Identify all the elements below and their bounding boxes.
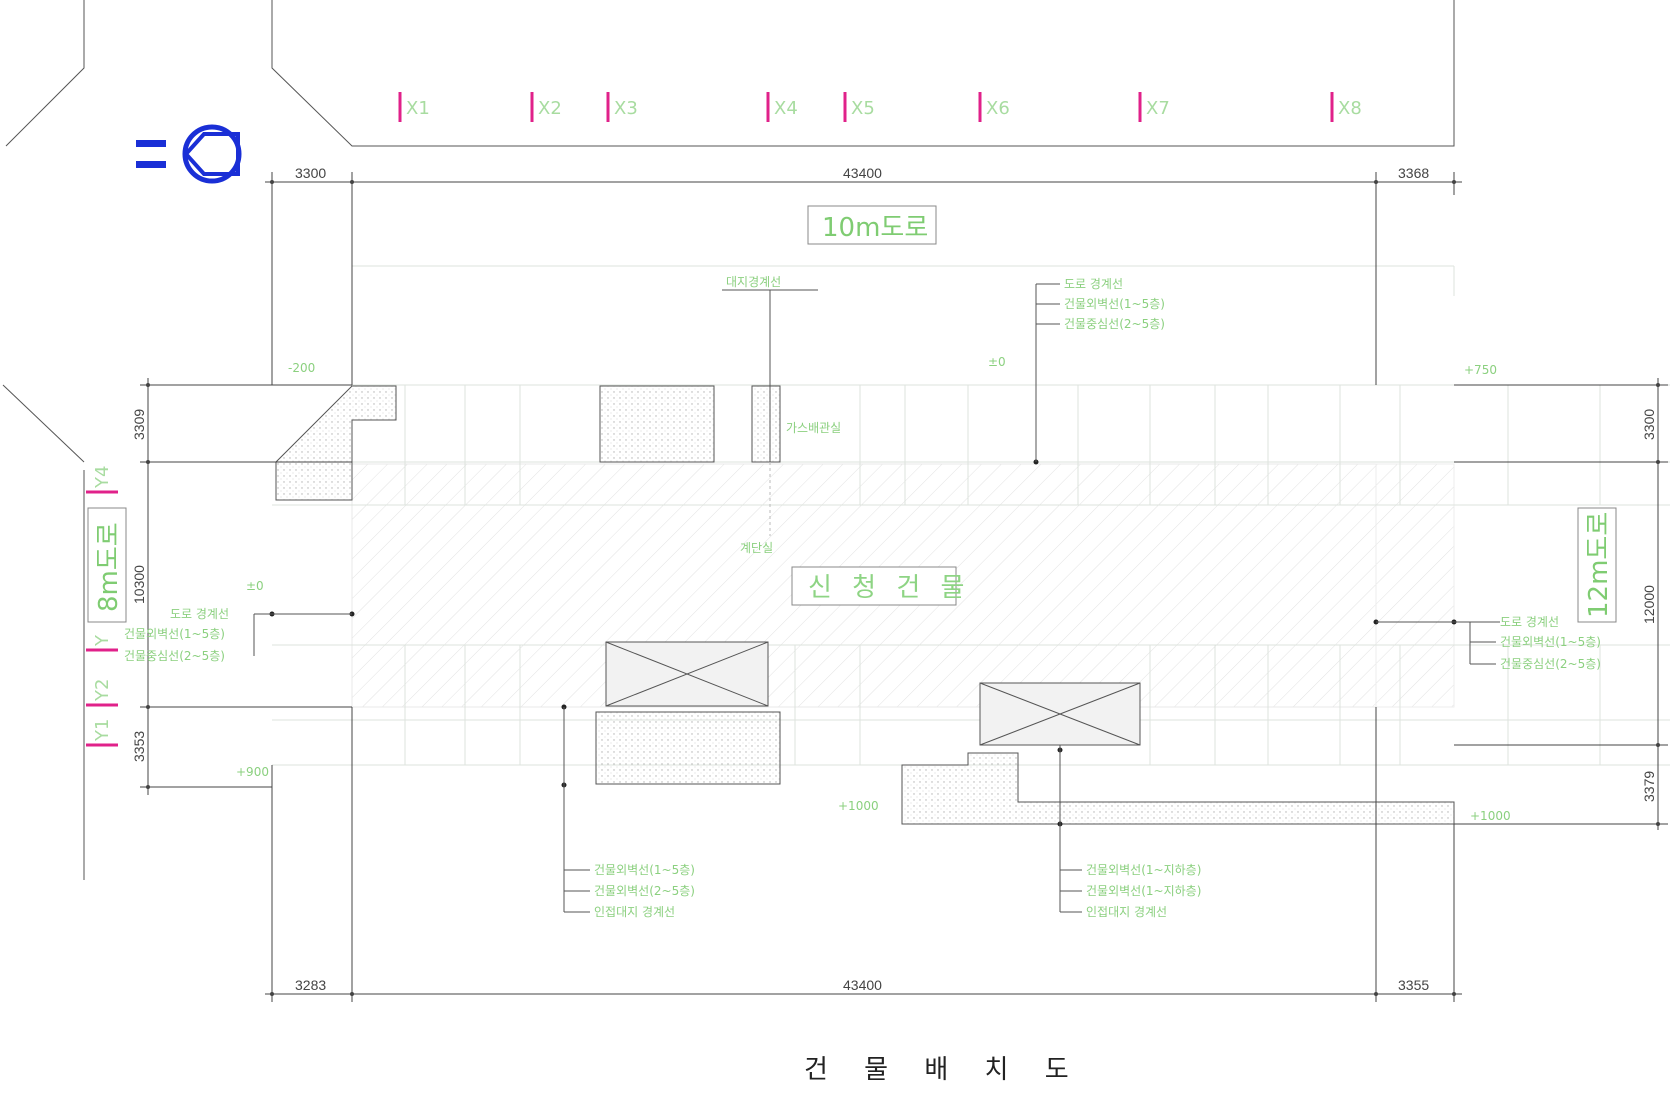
- road-north-label: 10m도로: [822, 213, 928, 243]
- grid-y3-label: Y: [92, 634, 113, 647]
- note-top-right-2: 건물외벽선(1~5층): [1064, 297, 1165, 311]
- grid-x4-label: X4: [774, 98, 798, 119]
- level-west: ±0: [246, 579, 264, 593]
- note-stair: 계단실: [740, 541, 773, 555]
- note-right-1: 도로 경계선: [1500, 615, 1559, 629]
- dim-left-3: 3353: [131, 731, 147, 762]
- building-footprint: [272, 384, 1670, 766]
- note-left-2: 건물외벽선(1~5층): [124, 627, 225, 641]
- dim-bottom-3: 3355: [1398, 977, 1429, 993]
- level-nw: -200: [288, 361, 315, 375]
- road-east-label: 12m도로: [1584, 512, 1614, 618]
- grid-x5-label: X5: [851, 98, 875, 119]
- dim-top-3: 3368: [1398, 165, 1429, 181]
- level-south: +1000: [838, 799, 879, 813]
- level-north: ±0: [988, 355, 1006, 369]
- level-markers: -200 ±0 +750 ±0 +900 +1000 +1000: [236, 355, 1511, 823]
- dim-right-3: 3379: [1641, 771, 1657, 802]
- note-right-2: 건물외벽선(1~5층): [1500, 635, 1601, 649]
- grid-x1-label: X1: [406, 98, 430, 119]
- core-elements: [275, 385, 1455, 825]
- note-bottom-right-3: 인접대지 경계선: [1086, 905, 1167, 919]
- grid-y2-label: Y2: [92, 679, 113, 702]
- grid-y-markers: Y4 Y Y2 Y1: [86, 466, 118, 747]
- grid-x6-label: X6: [986, 98, 1010, 119]
- level-ne: +750: [1464, 363, 1497, 377]
- note-top-right-3: 건물중심선(2~5층): [1064, 317, 1165, 331]
- dim-right-2: 12000: [1641, 585, 1657, 624]
- note-right-3: 건물중심선(2~5층): [1500, 657, 1601, 671]
- drawing-title: 건 물 배 치 도: [804, 1055, 1083, 1085]
- grid-x-markers: X1 X2 X3 X4 X5 X6 X7 X8: [398, 92, 1362, 122]
- note-top-right-1: 도로 경계선: [1064, 277, 1123, 291]
- dim-left-1: 3309: [131, 409, 147, 440]
- dimension-left: 3309 10300 3353: [131, 378, 352, 795]
- dim-top-2: 43400: [843, 165, 882, 181]
- note-lot-boundary: 대지경계선: [726, 275, 781, 289]
- level-se: +1000: [1470, 809, 1511, 823]
- note-bottom-left-2: 건물외벽선(2~5층): [594, 884, 695, 898]
- north-arrow-icon: [136, 124, 242, 184]
- grid-x7-label: X7: [1146, 98, 1170, 119]
- dim-bottom-1: 3283: [295, 977, 326, 993]
- note-bottom-left-1: 건물외벽선(1~5층): [594, 863, 695, 877]
- note-bottom-left-3: 인접대지 경계선: [594, 905, 675, 919]
- grid-x3-label: X3: [614, 98, 638, 119]
- dimension-top: 3300 43400 3368: [265, 165, 1462, 385]
- dim-right-1: 3300: [1641, 409, 1657, 440]
- grid-x2-label: X2: [538, 98, 562, 119]
- note-left-3: 건물중심선(2~5층): [124, 649, 225, 663]
- dim-top-1: 3300: [295, 165, 326, 181]
- level-sw: +900: [236, 765, 269, 779]
- note-bottom-right-1: 건물외벽선(1~지하층): [1086, 863, 1201, 877]
- grid-x8-label: X8: [1338, 98, 1362, 119]
- dim-left-2: 10300: [131, 565, 147, 604]
- building-label-box: 신 청 건 물: [791, 566, 970, 606]
- road-outlines: [2, 0, 1455, 880]
- dim-bottom-2: 43400: [843, 977, 882, 993]
- building-label: 신 청 건 물: [808, 573, 970, 603]
- road-west-label: 8m도로: [94, 522, 124, 612]
- leader-notes: 대지경계선 가스배관실 계단실 도로 경계선 건물외벽선(1~5층) 건물중심선…: [124, 275, 1601, 919]
- dimension-right: 3300 12000 3379: [1454, 378, 1668, 830]
- dimension-bottom: 3283 43400 3355: [265, 707, 1462, 1002]
- road-labels: 10m도로 8m도로 12m도로: [87, 205, 1617, 623]
- note-gas-shaft: 가스배관실: [786, 421, 841, 435]
- grid-y4-label: Y4: [92, 466, 113, 489]
- grid-y1-label: Y1: [92, 719, 113, 742]
- note-bottom-right-2: 건물외벽선(1~지하층): [1086, 884, 1201, 898]
- note-left-1: 도로 경계선: [170, 607, 229, 621]
